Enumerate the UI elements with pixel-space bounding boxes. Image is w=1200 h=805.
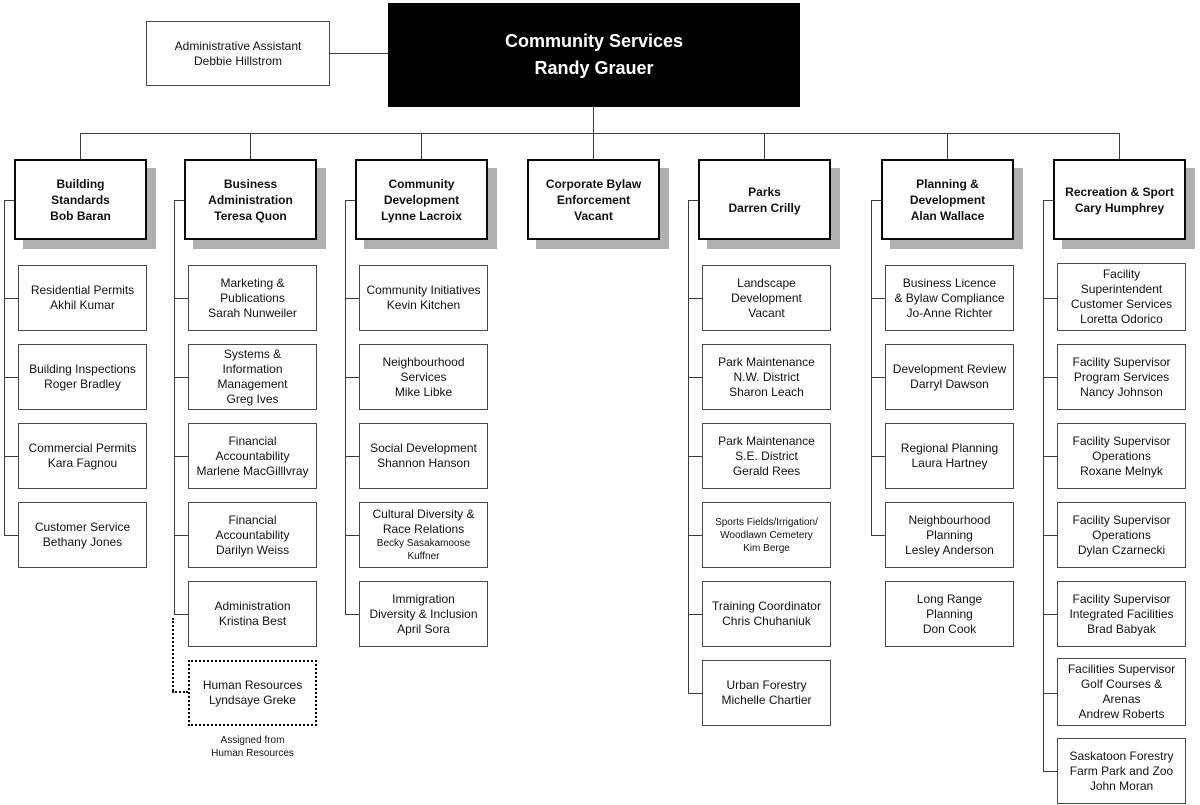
connector (871, 535, 885, 536)
connector (1043, 693, 1057, 694)
node-landscape-development: Landscape Development Vacant (702, 265, 831, 331)
connector (345, 614, 359, 615)
node-residential-permits: Residential Permits Akhil Kumar (18, 265, 147, 331)
dept-parks: Parks Darren Crilly (698, 159, 831, 240)
connector (1043, 535, 1057, 536)
connector (174, 298, 188, 299)
connector (947, 133, 948, 159)
node-commercial-permits: Commercial Permits Kara Fagnou (18, 423, 147, 489)
node-facility-supervisor-program-services: Facility Supervisor Program Services Nan… (1057, 344, 1186, 410)
connector (174, 535, 188, 536)
connector (80, 133, 1120, 134)
connector (1043, 200, 1053, 201)
node-human-resources: Human Resources Lyndsaye Greke (188, 660, 317, 726)
node-sports-fields-woodlawn: Sports Fields/Irrigation/ Woodlawn Cemet… (702, 502, 831, 568)
connector (1043, 456, 1057, 457)
connector (688, 200, 689, 693)
assistant-node: Administrative Assistant Debbie Hillstro… (146, 21, 330, 86)
connector (4, 298, 18, 299)
node-building-inspections: Building Inspections Roger Bradley (18, 344, 147, 410)
node-park-maintenance-nw: Park Maintenance N.W. District Sharon Le… (702, 344, 831, 410)
node-saskatoon-forestry-farm-park-zoo: Saskatoon Forestry Farm Park and Zoo Joh… (1057, 738, 1186, 804)
node-training-coordinator: Training Coordinator Chris Chuhaniuk (702, 581, 831, 647)
connector (688, 693, 702, 694)
dotted-connector (172, 691, 188, 693)
connector (688, 377, 702, 378)
connector (688, 200, 698, 201)
connector (1043, 614, 1057, 615)
connector (688, 535, 702, 536)
connector (688, 456, 702, 457)
connector (688, 298, 702, 299)
connector (4, 200, 14, 201)
connector (871, 298, 885, 299)
connector (871, 200, 872, 535)
connector (4, 456, 18, 457)
connector (174, 614, 188, 615)
node-park-maintenance-se: Park Maintenance S.E. District Gerald Re… (702, 423, 831, 489)
node-regional-planning: Regional Planning Laura Hartney (885, 423, 1014, 489)
connector (593, 107, 594, 133)
connector (1043, 298, 1057, 299)
node-financial-accountability-1: Financial Accountability Marlene MacGill… (188, 423, 317, 489)
connector (330, 53, 388, 54)
connector (764, 133, 765, 159)
connector (174, 377, 188, 378)
node-administration: Administration Kristina Best (188, 581, 317, 647)
dept-business-administration: Business Administration Teresa Quon (184, 159, 317, 240)
connector (174, 200, 175, 614)
assignment-note: Assigned from Human Resources (211, 735, 294, 759)
connector (1043, 377, 1057, 378)
node-social-development: Social Development Shannon Hanson (359, 423, 488, 489)
connector (1119, 133, 1120, 159)
connector (871, 200, 881, 201)
connector (871, 456, 885, 457)
node-facilities-supervisor-golf-arenas: Facilities Supervisor Golf Courses & Are… (1057, 658, 1186, 726)
connector (4, 200, 5, 535)
root-node: Community Services Randy Grauer (388, 3, 800, 107)
connector (345, 377, 359, 378)
connector (345, 535, 359, 536)
connector (345, 200, 346, 614)
dept-recreation-sport: Recreation & Sport Cary Humphrey (1053, 159, 1186, 240)
node-customer-service: Customer Service Bethany Jones (18, 502, 147, 568)
node-community-initiatives: Community Initiatives Kevin Kitchen (359, 265, 488, 331)
connector (250, 133, 251, 159)
node-neighbourhood-services: Neighbourhood Services Mike Libke (359, 344, 488, 410)
node-facility-supervisor-integrated-facilities: Facility Supervisor Integrated Facilitie… (1057, 581, 1186, 647)
dept-corporate-bylaw-enforcement: Corporate Bylaw Enforcement Vacant (527, 159, 660, 240)
connector (174, 456, 188, 457)
connector (345, 200, 355, 201)
connector (688, 614, 702, 615)
connector (871, 377, 885, 378)
node-business-licence-bylaw: Business Licence & Bylaw Compliance Jo-A… (885, 265, 1014, 331)
node-facility-superintendent-customer-services: Facility Superintendent Customer Service… (1057, 263, 1186, 331)
node-development-review: Development Review Darryl Dawson (885, 344, 1014, 410)
connector (4, 535, 18, 536)
connector (1043, 200, 1044, 771)
connector (1043, 771, 1057, 772)
node-facility-supervisor-operations-2: Facility Supervisor Operations Dylan Cza… (1057, 502, 1186, 568)
connector (593, 133, 594, 159)
node-systems-information-management: Systems & Information Management Greg Iv… (188, 344, 317, 410)
node-urban-forestry: Urban Forestry Michelle Chartier (702, 660, 831, 726)
dept-planning-development: Planning & Development Alan Wallace (881, 159, 1014, 240)
connector (345, 298, 359, 299)
node-neighbourhood-planning: Neighbourhood Planning Lesley Anderson (885, 502, 1014, 568)
node-marketing-publications: Marketing & Publications Sarah Nunweiler (188, 265, 317, 331)
connector (4, 377, 18, 378)
connector (174, 200, 184, 201)
node-immigration-diversity-inclusion: Immigration Diversity & Inclusion April … (359, 581, 488, 647)
dept-building-standards: Building Standards Bob Baran (14, 159, 147, 240)
dotted-connector (172, 618, 174, 691)
connector (80, 133, 81, 159)
node-facility-supervisor-operations-1: Facility Supervisor Operations Roxane Me… (1057, 423, 1186, 489)
node-financial-accountability-2: Financial Accountability Darilyn Weiss (188, 502, 317, 568)
node-cultural-diversity-race-relations: Cultural Diversity & Race Relations Beck… (359, 502, 488, 568)
connector (421, 133, 422, 159)
connector (345, 456, 359, 457)
node-long-range-planning: Long Range Planning Don Cook (885, 581, 1014, 647)
dept-community-development: Community Development Lynne Lacroix (355, 159, 488, 240)
